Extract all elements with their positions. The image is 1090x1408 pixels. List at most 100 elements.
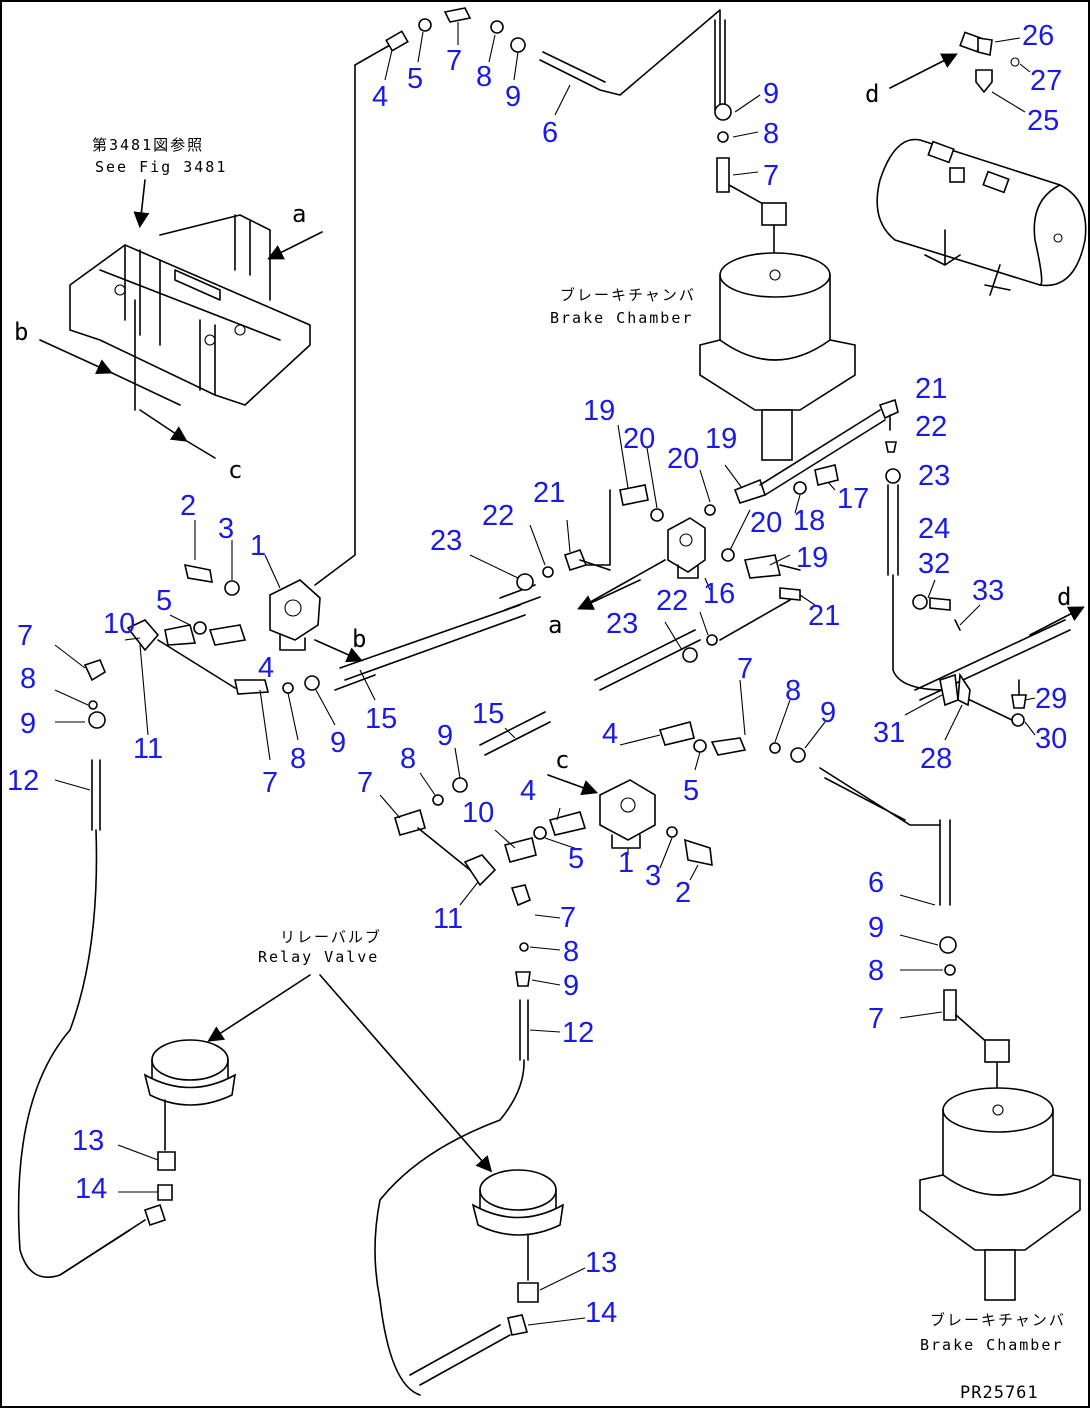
callout-21-center-left: 21 — [533, 477, 565, 509]
view-letter-d-top: d — [865, 80, 879, 108]
callout-5-lower-b: 5 — [568, 843, 584, 875]
callout-2-lower: 2 — [675, 877, 691, 909]
view-letter-c-top: c — [228, 456, 242, 484]
callout-7-far-left: 7 — [17, 620, 33, 652]
callout-7-lower: 7 — [357, 767, 373, 799]
callout-8-chamber-top: 8 — [763, 118, 779, 150]
view-letter-b-left: b — [14, 318, 28, 346]
callout-5-lower-a: 5 — [683, 775, 699, 807]
callout-19-center-b: 19 — [705, 423, 737, 455]
callout-1-lower: 1 — [618, 847, 634, 879]
callout-23-center-low: 23 — [606, 608, 638, 640]
callout-9-pipe12: 9 — [563, 970, 579, 1002]
air-tank — [876, 138, 1087, 296]
callout-7-left-pipe: 7 — [262, 767, 278, 799]
relay-valve-left — [143, 1039, 237, 1151]
callout-7-top: 7 — [446, 45, 462, 77]
callout-25: 25 — [1027, 105, 1059, 137]
callout-7-pipe12: 7 — [560, 902, 576, 934]
callout-23-center-right: 23 — [918, 460, 950, 492]
callout-9-chamber-top: 9 — [763, 78, 779, 110]
valve-center — [667, 517, 706, 579]
view-letter-d-right: d — [1057, 583, 1071, 611]
callout-4-top: 4 — [372, 81, 388, 113]
callout-8-pipe12: 8 — [563, 936, 579, 968]
callout-21-center-low: 21 — [808, 600, 840, 632]
callout-3-left: 3 — [218, 513, 234, 545]
view-letter-a-top: a — [292, 200, 306, 228]
callout-20-center-b: 20 — [667, 443, 699, 475]
callout-11-lower: 11 — [433, 903, 463, 935]
callout-22-center-right: 22 — [915, 411, 947, 443]
callout-21-center-right: 21 — [915, 373, 947, 405]
callout-8-lower-chamber: 8 — [868, 955, 884, 987]
valve-lower — [599, 779, 656, 849]
callout-28: 28 — [920, 743, 952, 775]
callout-32: 32 — [918, 548, 950, 580]
callout-2-left: 2 — [180, 490, 196, 522]
callout-5-top: 5 — [407, 63, 423, 95]
bracket-assembly — [69, 214, 311, 406]
callout-7-lower-chamber: 7 — [868, 1003, 884, 1035]
callout-13-left: 13 — [72, 1125, 104, 1157]
callout-14-left: 14 — [75, 1173, 107, 1205]
callout-8-far-left: 8 — [20, 663, 36, 695]
callout-8-left-pipe: 8 — [290, 743, 306, 775]
callout-11-left: 11 — [133, 733, 163, 765]
callout-9-lower-right: 9 — [820, 697, 836, 729]
callout-3-lower: 3 — [645, 860, 661, 892]
callout-9-left-pipe: 9 — [330, 727, 346, 759]
brake-chamber-upper — [699, 252, 856, 461]
callout-22-center-low: 22 — [656, 585, 688, 617]
callout-20-center-c: 20 — [750, 507, 782, 539]
see-fig-note-en: See Fig 3481 — [95, 158, 227, 176]
see-fig-note-jp: 第3481図参照 — [92, 136, 204, 154]
callout-12-far-left: 12 — [7, 765, 39, 797]
callout-7-lower-right: 7 — [737, 653, 753, 685]
pipe-top — [314, 64, 356, 586]
drawing-code: PR25761 — [960, 1383, 1039, 1403]
callout-26: 26 — [1022, 20, 1054, 52]
callout-31: 31 — [873, 717, 905, 749]
callout-19-center-c: 19 — [796, 542, 828, 574]
callout-23-center-left: 23 — [430, 525, 462, 557]
callout-9-lower-chamber: 9 — [868, 912, 884, 944]
callout-8-lower: 8 — [400, 743, 416, 775]
callout-15-left: 15 — [365, 703, 397, 735]
callout-9-lower: 9 — [437, 720, 453, 752]
relay-valve-label-en: Relay Valve — [258, 948, 379, 966]
callout-9-far-left: 9 — [20, 708, 36, 740]
callout-30: 30 — [1035, 723, 1067, 755]
callout-17: 17 — [837, 483, 869, 515]
callout-27: 27 — [1030, 65, 1062, 97]
callout-20-center-a: 20 — [623, 423, 655, 455]
callout-14-right: 14 — [585, 1297, 617, 1329]
callout-4-left: 4 — [258, 652, 274, 684]
callout-7-chamber-top: 7 — [763, 160, 779, 192]
callout-9-top: 9 — [505, 81, 521, 113]
callout-4-lower-a: 4 — [602, 718, 618, 750]
relay-valve-label-jp: リレーバルブ — [280, 928, 382, 946]
callout-4-lower-b: 4 — [520, 775, 536, 807]
brake-chamber-lower — [919, 1087, 1081, 1301]
callout-29: 29 — [1035, 683, 1067, 715]
brake-chamber-label-en: Brake Chamber — [550, 309, 693, 327]
view-letter-c-mid: c — [555, 746, 569, 774]
view-letter-a-mid: a — [548, 611, 562, 639]
callout-12-pipe12: 12 — [562, 1017, 594, 1049]
callout-8-lower-right: 8 — [785, 675, 801, 707]
callout-18: 18 — [793, 505, 825, 537]
callout-10-left: 10 — [103, 608, 135, 640]
callout-5-left: 5 — [156, 585, 172, 617]
callout-15-lower: 15 — [472, 698, 504, 730]
callout-22-center-left: 22 — [482, 500, 514, 532]
callout-13-right: 13 — [585, 1247, 617, 1279]
callout-8-top: 8 — [476, 61, 492, 93]
callout-24: 24 — [918, 513, 950, 545]
brake-chamber-lower-label-jp: ブレーキチャンバ — [930, 1311, 1066, 1329]
callout-1-left: 1 — [250, 530, 266, 562]
brake-chamber-lower-label-en: Brake Chamber — [920, 1336, 1063, 1354]
callout-16: 16 — [703, 578, 735, 610]
